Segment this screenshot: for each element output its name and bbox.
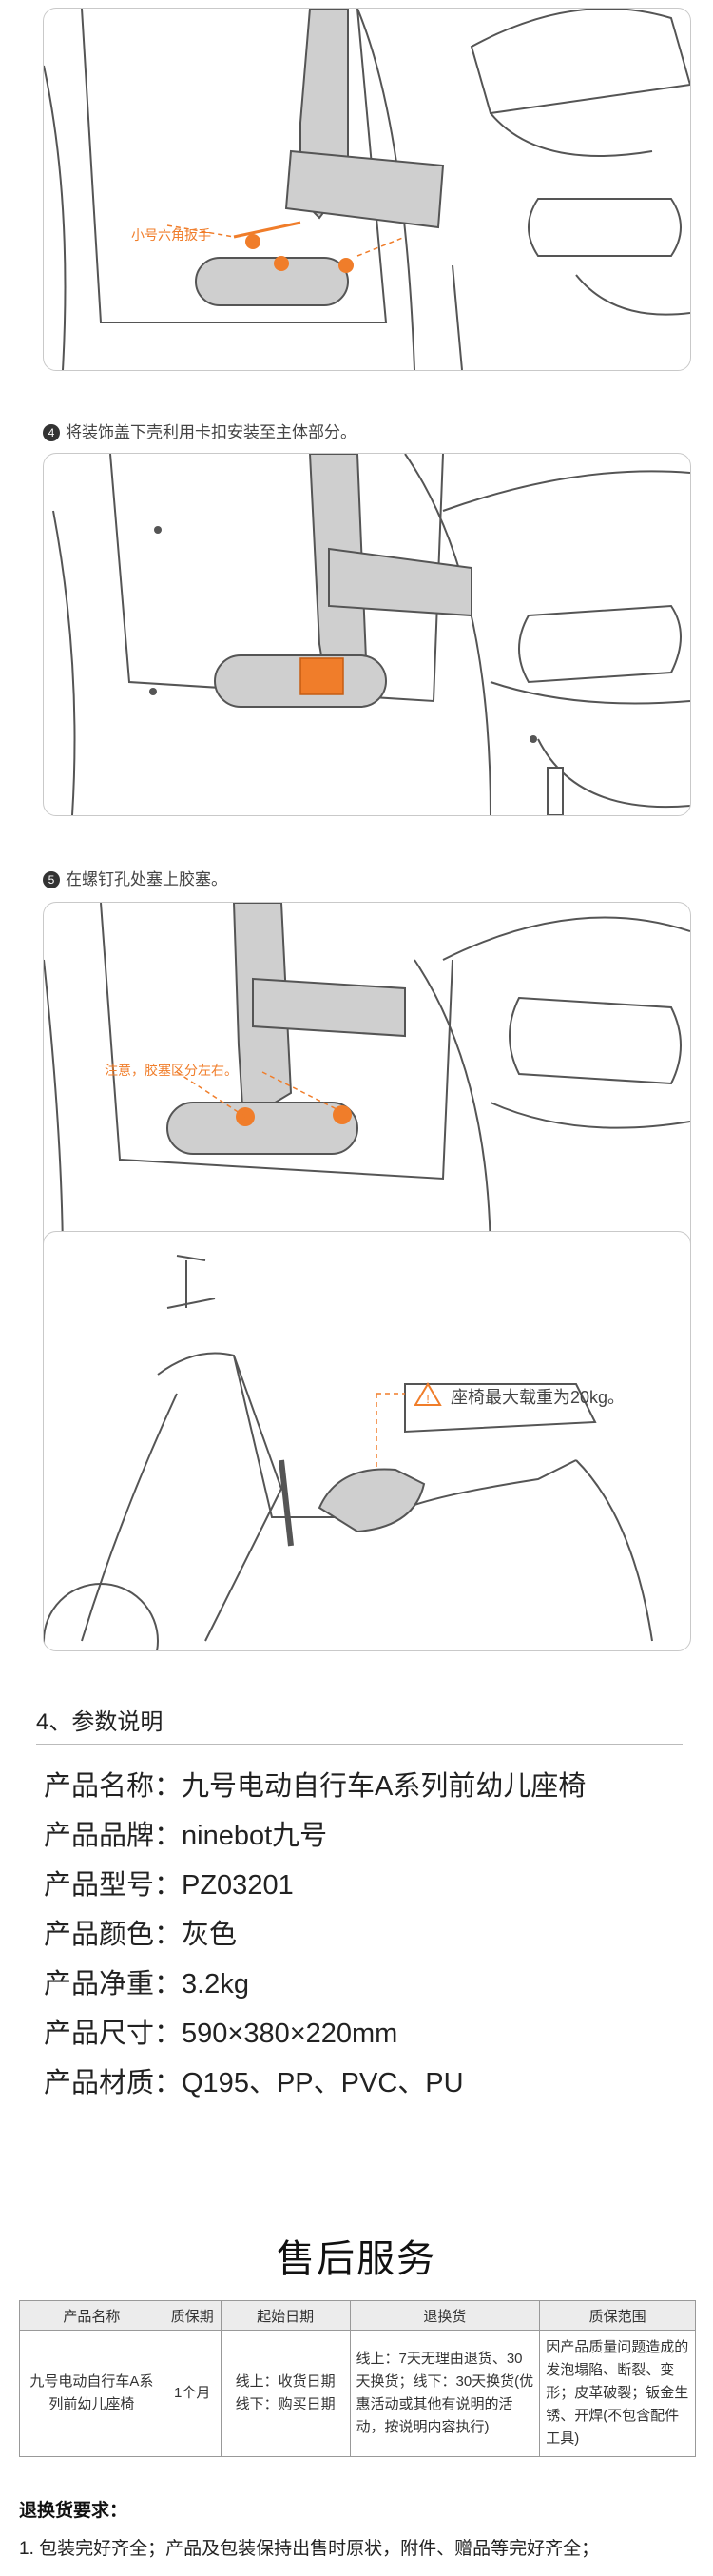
max-load-warning: 座椅最大载重为20kg。 <box>451 1388 626 1407</box>
warning-icon: ! <box>414 1382 442 1406</box>
param-item: 产品材质：Q195、PP、PVC、PU <box>44 2068 464 2098</box>
after-sales-title: 售后服务 <box>277 2238 436 2280</box>
step4-text: 将装饰盖下壳利用卡扣安装至主体部分。 <box>66 423 356 441</box>
step4-caption: 4 将装饰盖下壳利用卡扣安装至主体部分。 <box>43 419 356 442</box>
params-divider <box>36 1744 683 1745</box>
header-product-name: 产品名称 <box>19 2300 164 2331</box>
returns-requirements-title: 退换货要求： <box>19 2501 128 2521</box>
step5-text: 在螺钉孔处塞上胶塞。 <box>66 870 227 888</box>
svg-text:!: ! <box>426 1392 430 1406</box>
cell-start-date: 线上：收货日期 线下：购买日期 <box>220 2330 351 2457</box>
param-item: 产品型号：PZ03201 <box>44 1870 294 1901</box>
cell-warranty-period: 1个月 <box>163 2330 222 2457</box>
step4-number: 4 <box>43 424 60 441</box>
max-load-illustration: ! 座椅最大载重为20kg。 <box>43 1231 691 1651</box>
header-warranty-period: 质保期 <box>163 2300 222 2331</box>
returns-requirement-item: 1. 包装完好齐全；产品及包装保持出售时原状，附件、赠品等完好齐全； <box>19 2539 600 2559</box>
plug-note-label: 注意，胶塞区分左右。 <box>105 1063 238 1078</box>
table-header-row: 产品名称 质保期 起始日期 退换货 质保范围 <box>19 2300 696 2331</box>
params-list: 产品名称：九号电动自行车A系列前幼儿座椅 产品品牌：ninebot九号 产品型号… <box>44 1762 586 2108</box>
cell-returns: 线上：7天无理由退货、30天换货；线下：30天换货(优惠活动或其他有说明的活动，… <box>349 2330 541 2457</box>
cell-warranty-scope: 因产品质量问题造成的发泡塌陷、断裂、变形；皮革破裂；钣金生锈、开焊(不包含配件工… <box>539 2330 696 2457</box>
hex-wrench-label: 小号六角扳手 <box>131 227 211 243</box>
param-item: 产品尺寸：590×380×220mm <box>44 2019 398 2049</box>
step4-illustration <box>43 453 691 816</box>
step5-number: 5 <box>43 871 60 888</box>
step3-illustration: 小号六角扳手 <box>43 8 691 371</box>
scooter-drawing-full: ! <box>44 1255 653 1650</box>
after-sales-table: 产品名称 质保期 起始日期 退换货 质保范围 九号电动自行车A系列前幼儿座椅 1… <box>19 2300 696 2457</box>
param-item: 产品品牌：ninebot九号 <box>44 1821 328 1851</box>
param-item: 产品名称：九号电动自行车A系列前幼儿座椅 <box>44 1771 587 1802</box>
param-item: 产品净重：3.2kg <box>44 1969 249 2000</box>
step5-illustration: 注意，胶塞区分左右。 <box>43 902 691 1265</box>
scooter-drawing-step4 <box>52 454 690 815</box>
params-heading: 4、参数说明 <box>36 1709 164 1735</box>
cell-product-name: 九号电动自行车A系列前幼儿座椅 <box>19 2330 164 2457</box>
header-returns: 退换货 <box>349 2300 541 2331</box>
header-start-date: 起始日期 <box>220 2300 351 2331</box>
param-item: 产品颜色：灰色 <box>44 1920 238 1950</box>
step5-caption: 5 在螺钉孔处塞上胶塞。 <box>43 866 227 889</box>
scooter-drawing-step3 <box>44 9 690 370</box>
header-warranty-scope: 质保范围 <box>539 2300 696 2331</box>
scooter-drawing-step5 <box>44 903 690 1264</box>
table-row: 九号电动自行车A系列前幼儿座椅 1个月 线上：收货日期 线下：购买日期 线上：7… <box>19 2330 696 2457</box>
